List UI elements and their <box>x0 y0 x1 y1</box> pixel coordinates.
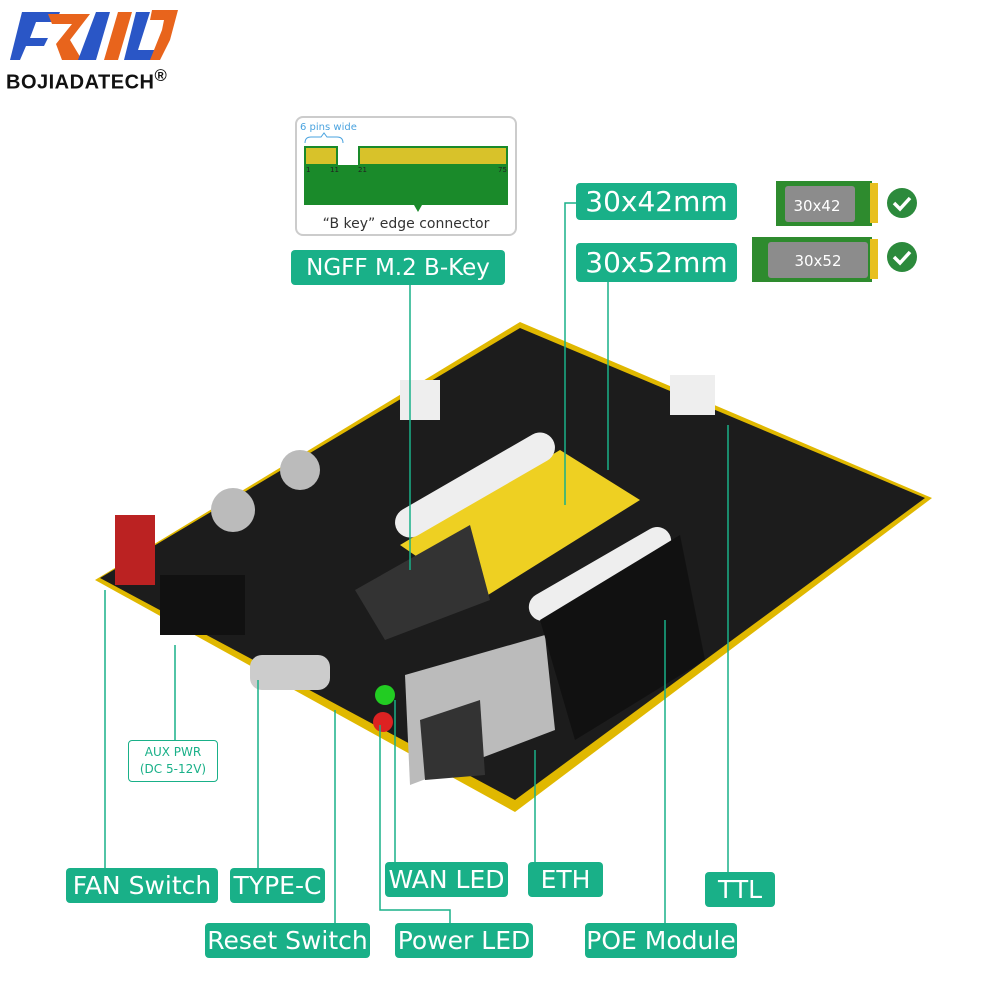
pin-number: 21 <box>358 166 367 174</box>
check-icon <box>887 188 917 218</box>
pin-number: 1 <box>306 166 310 174</box>
brand-logo <box>10 10 178 60</box>
label-poe-module: POE Module <box>585 923 737 958</box>
check-icon <box>887 242 917 272</box>
label-aux-pwr: AUX PWR(DC 5-12V) <box>128 740 218 782</box>
label-wan-led: WAN LED <box>385 862 508 897</box>
size-card-label: 30x52 <box>794 252 841 270</box>
pin-number: 11 <box>330 166 339 174</box>
label-power-led: Power LED <box>395 923 533 958</box>
pcb-board <box>95 322 932 812</box>
pin-number: 75 <box>498 166 507 174</box>
label-30x42: 30x42mm <box>576 183 737 220</box>
edge-connector-drawing <box>304 132 508 212</box>
size-card-30x42 <box>776 181 878 226</box>
label-reset-switch: Reset Switch <box>205 923 370 958</box>
label-ttl: TTL <box>705 872 775 907</box>
size-card-label: 30x42 <box>793 197 840 215</box>
label-30x52: 30x52mm <box>576 243 737 282</box>
connector-card <box>295 116 517 236</box>
size-card-30x52 <box>752 237 878 282</box>
connector-caption: “B key” edge connector <box>323 216 490 232</box>
label-ngff: NGFF M.2 B-Key <box>291 250 505 285</box>
label-eth: ETH <box>528 862 603 897</box>
label-fan-switch: FAN Switch <box>66 868 218 903</box>
label-type-c: TYPE-C <box>230 868 325 903</box>
brand-name: BOJIADATECH® <box>6 66 168 94</box>
pins-note: 6 pins wide <box>300 122 357 133</box>
